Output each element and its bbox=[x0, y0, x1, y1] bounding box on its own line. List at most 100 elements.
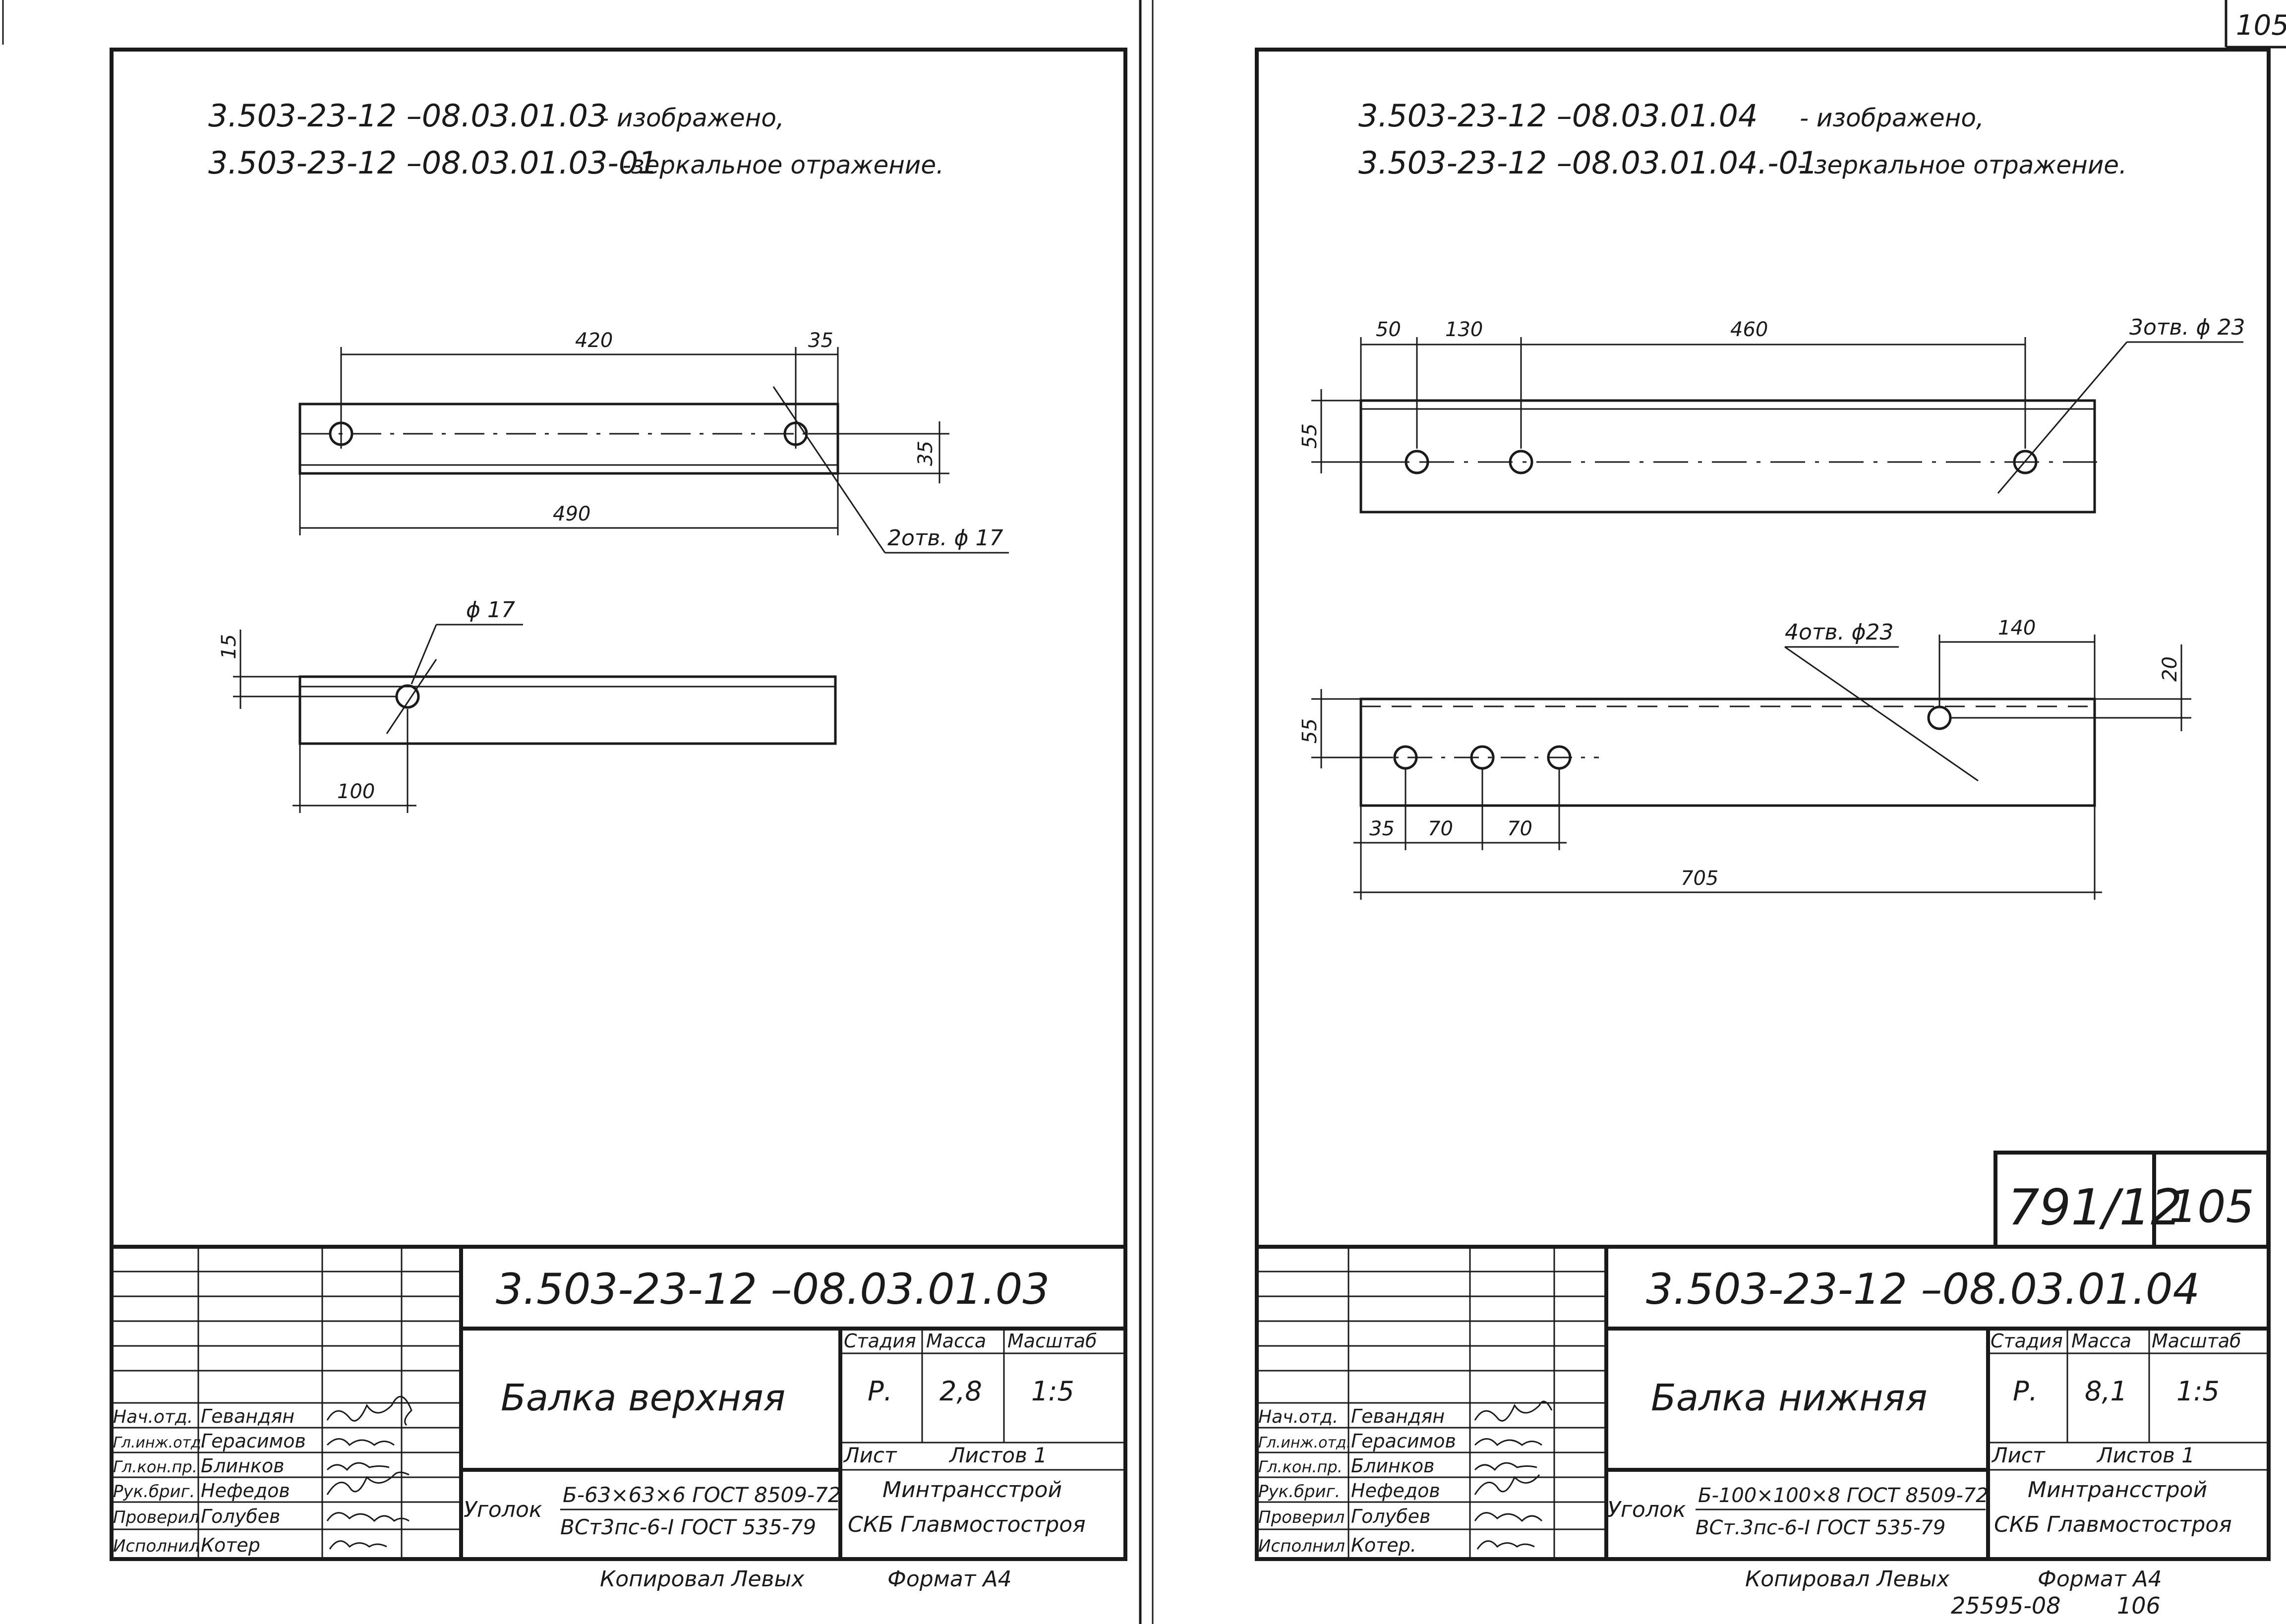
right-signature-scribble bbox=[1474, 1462, 1537, 1471]
right-tb-scale: 1:5 bbox=[2176, 1376, 2220, 1407]
right-view1-dim-460: 460 bbox=[1730, 318, 1768, 341]
right-sig-role: Гл.кон.пр. bbox=[1258, 1457, 1343, 1476]
right-header-note-2: - зеркальное отражение. bbox=[1797, 151, 2127, 179]
left-tb-material-label: Уголок bbox=[464, 1497, 542, 1522]
right-view2-angle-outline bbox=[1359, 697, 2096, 807]
right-tb-label-mass: Масса bbox=[2071, 1330, 2131, 1352]
left-sig-name: Голубев bbox=[201, 1506, 280, 1527]
left-signature-scribble bbox=[326, 1462, 390, 1471]
right-view1-hole-callout: 3отв. ϕ 23 bbox=[2129, 315, 2245, 340]
right-tb-mass: 8,1 bbox=[2085, 1376, 2127, 1407]
left-header-code-2: 3.503-23-12 –08.03.01.03-01 bbox=[208, 145, 658, 181]
right-view1-dim-130: 130 bbox=[1445, 318, 1483, 341]
corner-page-number-box: 105 bbox=[2225, 0, 2286, 49]
left-tb-label-scale: Масштаб bbox=[1007, 1330, 1097, 1352]
right-stamp-page: 105 bbox=[2169, 1181, 2254, 1233]
right-sig-role: Рук.бриг. bbox=[1258, 1482, 1340, 1502]
left-signature-scribble bbox=[326, 1395, 412, 1426]
left-signature-scribble bbox=[326, 1512, 410, 1522]
right-tb-label-sheet: Лист bbox=[1991, 1443, 2046, 1467]
left-footer-format: Формат А4 bbox=[887, 1566, 1012, 1592]
right-view1-hole-3 bbox=[2013, 450, 2038, 474]
left-view1-dim-35-top: 35 bbox=[808, 329, 833, 352]
left-sig-role: Рук.бриг. bbox=[113, 1482, 195, 1502]
left-header-code-1: 3.503-23-12 –08.03.01.03 bbox=[208, 98, 607, 134]
right-sig-role: Проверил bbox=[1258, 1508, 1345, 1527]
left-sheet: 3.503-23-12 –08.03.01.03 - изображено, 3… bbox=[110, 48, 1127, 1592]
right-view2-dim-35: 35 bbox=[1369, 817, 1395, 840]
left-tb-org-2: СКБ Главмостостроя bbox=[848, 1512, 1086, 1537]
left-view2-hole-leader bbox=[386, 659, 437, 734]
left-view2-dim-15: 15 bbox=[218, 634, 240, 659]
left-signature-scribble bbox=[326, 1471, 410, 1495]
right-sig-role: Исполнил bbox=[1258, 1536, 1345, 1556]
right-view1-dim-50: 50 bbox=[1376, 318, 1401, 341]
left-sig-name: Гевандян bbox=[201, 1405, 294, 1427]
right-tb-material-line1: Б-100×100×8 ГОСТ 8509-72 bbox=[1698, 1484, 1989, 1507]
left-footer-copied: Копировал Левых bbox=[600, 1566, 805, 1592]
left-tb-org-1: Минтрансстрой bbox=[882, 1477, 1062, 1503]
right-sig-role: Гл.инж.отд. bbox=[1258, 1434, 1351, 1451]
right-sig-name: Гевандян bbox=[1351, 1405, 1445, 1427]
left-tb-stage: Р. bbox=[868, 1376, 892, 1407]
left-view1-dim-35-right: 35 bbox=[914, 441, 937, 466]
left-tb-label-sheets: Листов 1 bbox=[948, 1443, 1047, 1467]
right-sig-name: Голубев bbox=[1351, 1506, 1430, 1527]
left-sig-role: Гл.кон.пр. bbox=[113, 1457, 197, 1476]
handwritten-archive-number: 25595-08 bbox=[1951, 1592, 2060, 1619]
right-footer-format: Формат А4 bbox=[2038, 1566, 2162, 1592]
left-tb-label-sheet: Лист bbox=[843, 1443, 897, 1467]
left-sig-role: Исполнил bbox=[113, 1536, 200, 1556]
left-view1-drawing: 420 35 35 490 2отв. ϕ 17 bbox=[298, 329, 1009, 554]
left-signature-scribble bbox=[329, 1540, 387, 1550]
left-sig-role: Нач.отд. bbox=[113, 1407, 193, 1427]
right-view2-dim-20: 20 bbox=[2159, 656, 2181, 682]
left-signature-scribble bbox=[326, 1438, 395, 1447]
right-view2-dim-70-a: 70 bbox=[1428, 817, 1453, 840]
left-sig-name: Котер bbox=[201, 1534, 260, 1556]
left-tb-label-stage: Стадия bbox=[844, 1330, 916, 1352]
right-view2-hole-4 bbox=[1927, 705, 1952, 730]
right-view2-dim-55: 55 bbox=[1298, 718, 1321, 744]
handwritten-page-number: 106 bbox=[2117, 1592, 2161, 1619]
left-sig-name: Герасимов bbox=[201, 1430, 306, 1452]
left-tb-material-line2: ВСт3пс-6-I ГОСТ 535-79 bbox=[560, 1515, 816, 1539]
right-view1-angle-outline bbox=[1359, 399, 2096, 514]
right-sig-name: Блинков bbox=[1351, 1455, 1435, 1477]
left-view2-hole-leader-2 bbox=[410, 624, 437, 685]
right-view2-hole-leader bbox=[1784, 646, 1979, 782]
right-title-block: 3.503-23-12 –08.03.01.04 Балка нижняя Ст… bbox=[1257, 1245, 2269, 1559]
right-footer-copied: Копировал Левых bbox=[1745, 1566, 1950, 1592]
left-view1-dim-490: 490 bbox=[553, 503, 590, 525]
right-view2-dim-140: 140 bbox=[1998, 617, 2036, 639]
right-tb-label-stage: Стадия bbox=[1991, 1330, 2063, 1352]
right-view1-dim-55: 55 bbox=[1298, 423, 1321, 449]
left-header-note-1: - изображено, bbox=[600, 104, 784, 132]
left-tb-part-name: Балка верхняя bbox=[501, 1377, 785, 1419]
right-view2-hole-callout: 4отв. ϕ23 bbox=[1785, 620, 1893, 645]
right-stamp-number: 791/12 bbox=[2008, 1178, 2182, 1236]
right-signature-scribble bbox=[1474, 1512, 1543, 1522]
left-header-note-2: -зеркальное отражение. bbox=[622, 151, 944, 179]
right-sheet: 3.503-23-12 –08.03.01.04 - изображено, 3… bbox=[1255, 48, 2271, 1619]
right-view1-hole-leader bbox=[1997, 342, 2128, 494]
right-signature-scribble bbox=[1474, 1474, 1540, 1495]
right-signature-scribble bbox=[1474, 1438, 1542, 1447]
left-view1-hole-leader bbox=[772, 386, 886, 553]
right-tb-stage: Р. bbox=[2013, 1376, 2038, 1407]
left-sig-role: Проверил bbox=[113, 1508, 199, 1527]
left-tb-mass: 2,8 bbox=[939, 1376, 982, 1407]
right-header-code-2: 3.503-23-12 –08.03.01.04.-01 bbox=[1358, 145, 1817, 181]
right-tb-label-scale: Масштаб bbox=[2152, 1330, 2241, 1352]
left-sig-name: Блинков bbox=[201, 1455, 285, 1477]
right-view2-dim-70-b: 70 bbox=[1507, 817, 1532, 840]
left-view2-hole bbox=[395, 684, 420, 709]
right-tb-part-name: Балка нижняя bbox=[1651, 1377, 1928, 1419]
left-sig-name: Нефедов bbox=[201, 1480, 290, 1502]
left-sheet-frame bbox=[110, 48, 1127, 1561]
right-tb-org-1: Минтрансстрой bbox=[2028, 1477, 2207, 1503]
right-sig-name: Герасимов bbox=[1351, 1430, 1456, 1452]
corner-page-number: 105 bbox=[2236, 9, 2286, 42]
left-view2-angle-outline bbox=[298, 675, 837, 745]
